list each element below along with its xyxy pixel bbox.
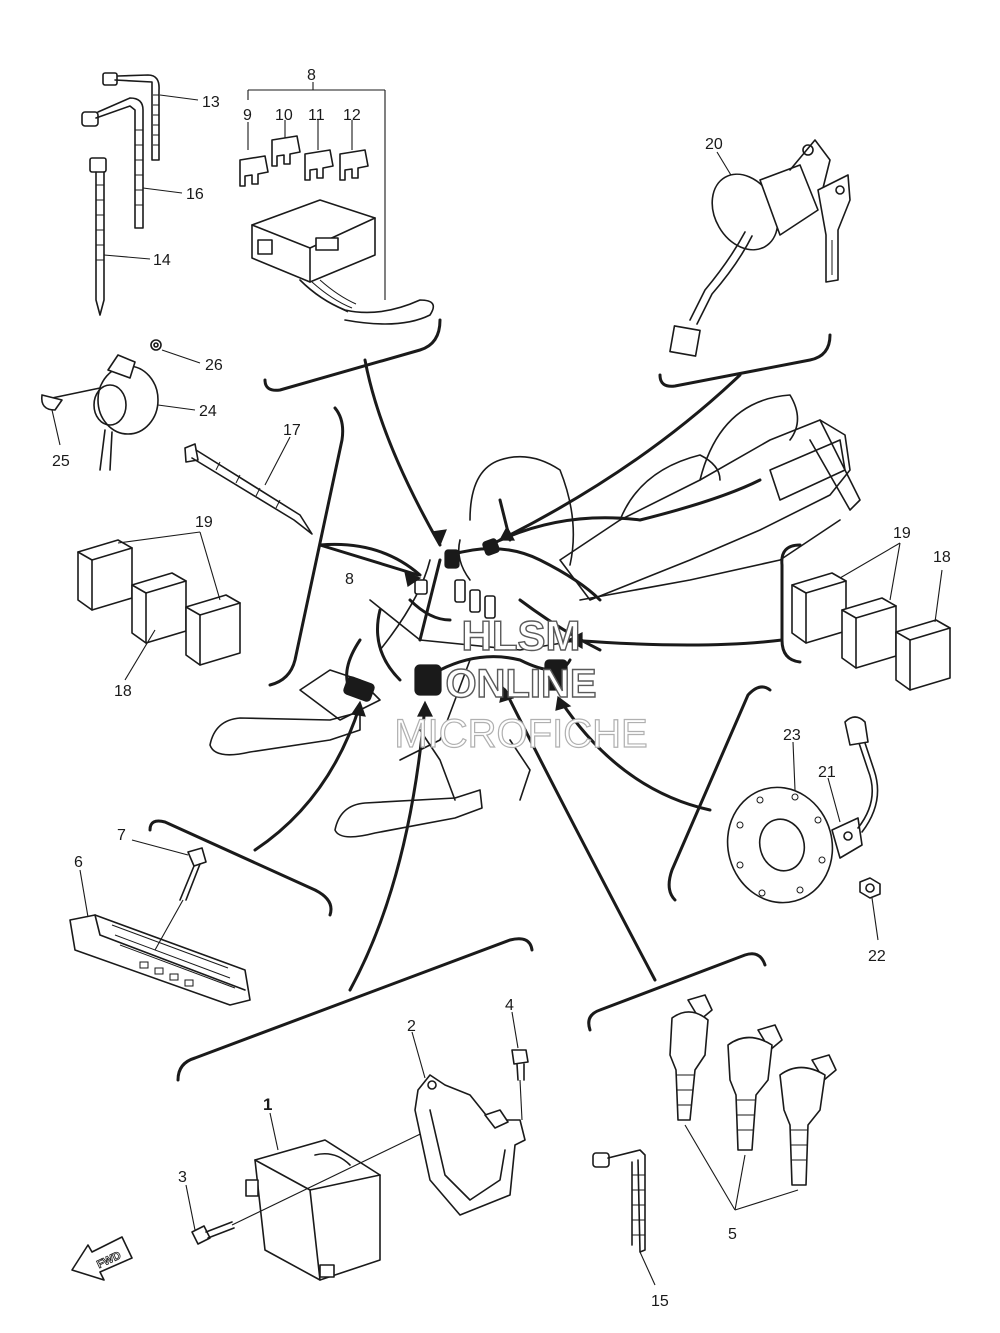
callout-19-right: 19: [893, 525, 911, 542]
tie-17: [184, 436, 313, 535]
watermark-line-1: HLSM: [462, 612, 581, 659]
callout-20: 20: [705, 136, 723, 153]
callout-15: 15: [651, 1293, 669, 1310]
watermark: HLSM ONLINE MICROFICHE: [394, 611, 649, 756]
wire-harness: [318, 478, 762, 702]
watermark-line-3: MICROFICHE: [394, 712, 647, 756]
band-13: [102, 72, 199, 161]
callout-6: 6: [74, 854, 83, 871]
fwd-arrow: FWD: [71, 1236, 133, 1281]
callout-16: 16: [186, 186, 204, 203]
trigger-rotor: [726, 716, 881, 941]
callout-7: 7: [117, 827, 126, 844]
relays-left: [77, 531, 241, 681]
callout-3: 3: [178, 1169, 187, 1186]
callout-9: 9: [243, 107, 252, 124]
callout-26: 26: [205, 357, 223, 374]
callout-17: 17: [283, 422, 301, 439]
callout-21: 21: [818, 764, 836, 781]
callout-8-top: 8: [307, 67, 316, 84]
callout-22: 22: [868, 948, 886, 965]
callout-11: 11: [308, 107, 325, 124]
callout-23: 23: [783, 727, 801, 744]
group-brackets: [148, 318, 832, 1082]
ignition-coils: [669, 994, 837, 1211]
band-15: [592, 1149, 656, 1286]
relays-right: [791, 542, 951, 691]
horn: [40, 339, 201, 471]
callout-24: 24: [199, 403, 217, 420]
callout-18-left: 18: [114, 683, 132, 700]
tie-14: [89, 157, 151, 316]
callout-10: 10: [275, 107, 293, 124]
band-16: [81, 97, 183, 229]
callout-5: 5: [728, 1226, 737, 1243]
callout-8-mid: 8: [345, 571, 354, 588]
cdi-unit: [185, 1011, 529, 1281]
watermark-line-2: ONLINE: [445, 662, 596, 706]
fuse-box: [239, 82, 435, 325]
callout-18-right: 18: [933, 549, 951, 566]
callout-14: 14: [153, 252, 171, 269]
callout-19-left: 19: [195, 514, 213, 531]
cdi-cover: [69, 839, 251, 1006]
callout-13: 13: [202, 94, 220, 111]
callout-labels: 1 2 3 4 5 6 7 8 8 9 10 11 12 13 14 15 16…: [52, 67, 951, 1310]
callout-2: 2: [407, 1018, 416, 1035]
callout-1: 1: [263, 1095, 272, 1114]
snowmobile-outline: [209, 394, 861, 838]
callout-12: 12: [343, 107, 361, 124]
main-switch: [669, 139, 851, 357]
callout-25: 25: [52, 453, 70, 470]
callout-4: 4: [505, 997, 514, 1014]
